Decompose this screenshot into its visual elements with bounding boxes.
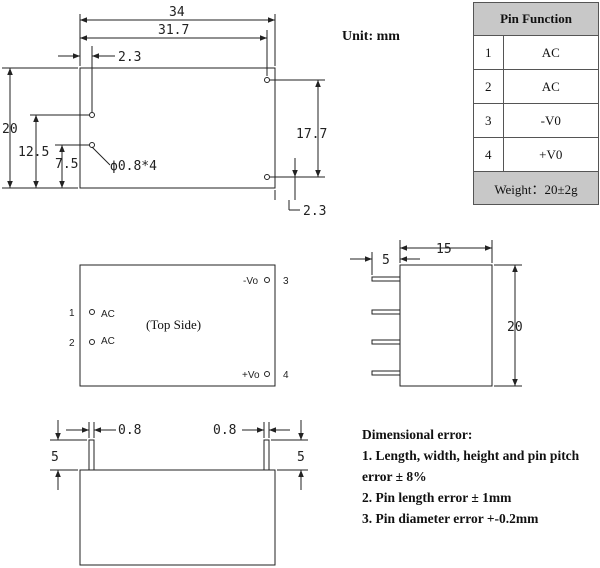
side-pin-1: [371, 276, 401, 282]
front-pin-right: [263, 439, 270, 471]
pin-marker-1: [89, 309, 95, 315]
pin-table-header: Pin Function: [473, 2, 599, 36]
pin-function-table: Pin Function 1 AC 2 AC 3 -V0 4 +V0 Weigh…: [473, 2, 600, 205]
error-title: Dimensional error:: [362, 427, 473, 442]
pin-hole-4: [264, 174, 270, 180]
dim-pin-span: 31.7: [158, 23, 189, 38]
pin-layout-outline: [79, 264, 276, 387]
unit-label: Unit: mm: [342, 29, 400, 44]
hole-note: ϕ0.8*4: [110, 159, 157, 174]
pin-function: +V0: [502, 137, 600, 172]
pin-number: 4: [473, 137, 504, 172]
dim-side-height: 20: [507, 320, 523, 335]
dim-right-offset: 2.3: [303, 204, 326, 219]
front-view-outline: [79, 469, 276, 566]
pin2-number: 2: [69, 338, 75, 349]
side-pin-2: [371, 309, 401, 315]
table-row: 4 +V0: [473, 137, 600, 172]
error-item: 1. Length, width, height and pin pitch e…: [362, 448, 580, 484]
dim-left-offset: 2.3: [118, 50, 141, 65]
pin-number: 3: [473, 103, 504, 138]
side-pin-3: [371, 339, 401, 345]
pin4-number: 4: [283, 370, 289, 381]
dim-pin-len-right: 5: [297, 450, 305, 465]
pin-hole-3: [264, 77, 270, 83]
dim-side-pin-length: 5: [382, 253, 390, 268]
dim-pin-pitch: 17.7: [296, 127, 327, 142]
front-pin-left: [88, 439, 95, 471]
error-item: 3. Pin diameter error +-0.2mm: [362, 511, 539, 526]
pin-number: 2: [473, 69, 504, 104]
pin3-number: 3: [283, 276, 289, 287]
error-item: 2. Pin length error ± 1mm: [362, 490, 512, 505]
pin-number: 1: [473, 35, 504, 70]
dim-pin-dia-right: 0.8: [213, 423, 236, 438]
top-side-caption: (Top Side): [146, 317, 201, 332]
pin-marker-3: [264, 277, 270, 283]
dim-pin-len-left: 5: [51, 450, 59, 465]
pin-hole-1: [89, 112, 95, 118]
pin3-label: -Vo: [243, 276, 258, 287]
side-pin-4: [371, 370, 401, 376]
dim-pin1: 12.5: [18, 145, 49, 160]
pin-function: AC: [502, 35, 600, 70]
pin1-number: 1: [69, 308, 75, 319]
pin4-label: +Vo: [242, 370, 260, 381]
pin-function: AC: [502, 69, 600, 104]
table-row: 2 AC: [473, 69, 600, 104]
pin-hole-2: [89, 142, 95, 148]
dim-pin2: 7.5: [55, 157, 78, 172]
dim-height: 20: [2, 122, 18, 137]
pin-function: -V0: [502, 103, 600, 138]
pin2-label: AC: [101, 336, 115, 347]
top-view-outline: [79, 67, 276, 189]
table-row: 3 -V0: [473, 103, 600, 138]
pin-marker-2: [89, 339, 95, 345]
side-view-outline: [399, 264, 493, 387]
pin-marker-4: [264, 371, 270, 377]
dimensional-error-notes: Dimensional error: 1. Length, width, hei…: [362, 424, 588, 529]
table-row: 1 AC: [473, 35, 600, 70]
weight-cell: Weight：20±2g: [473, 171, 599, 205]
pin1-label: AC: [101, 309, 115, 320]
dim-depth: 15: [436, 242, 452, 257]
dim-width: 34: [169, 5, 185, 20]
dim-pin-dia-left: 0.8: [118, 423, 141, 438]
